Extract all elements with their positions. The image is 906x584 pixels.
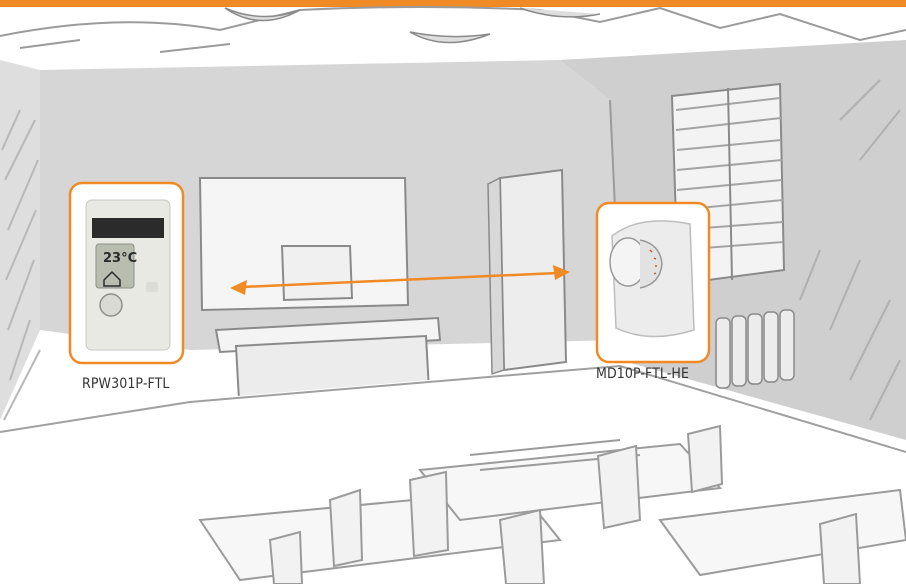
ceiling-light [225,8,600,43]
ceiling-sketch [0,7,906,52]
solar-panel [92,218,164,238]
top-accent-bar [0,0,906,7]
actuator-device [597,203,709,362]
device-label-thermostat: RPW301P-FTL [82,376,169,392]
thermostat-dial [100,294,122,316]
lcd-temperature: 23°C [103,251,137,266]
radiator [716,310,794,388]
left-wall [0,60,40,420]
device-label-actuator: MD10P-FTL-HE [596,366,689,382]
thermostat-device: 23°C [70,183,183,363]
